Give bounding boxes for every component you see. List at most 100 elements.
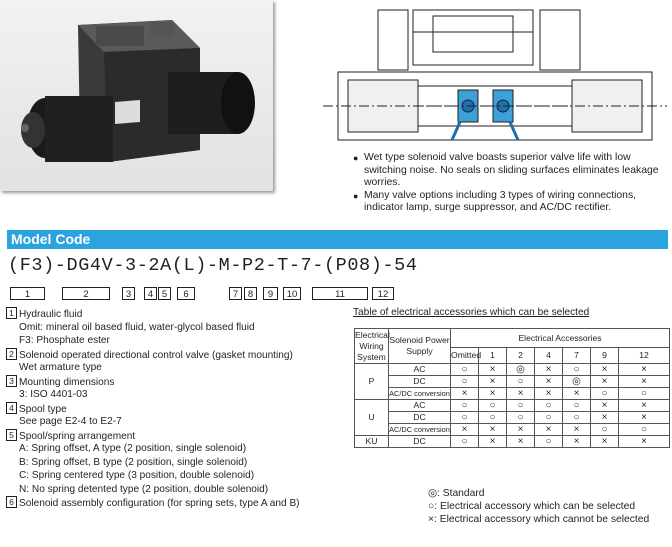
column-header: 9 bbox=[590, 347, 620, 364]
column-header: 4 bbox=[534, 347, 564, 364]
item-number: 2 bbox=[6, 347, 17, 360]
accessory-cell: ○ bbox=[450, 375, 480, 388]
accessory-cell: × bbox=[478, 363, 508, 376]
table-legend: ◎: Standard○: Electrical accessory which… bbox=[428, 487, 649, 527]
code-box: 9 bbox=[263, 287, 278, 300]
accessory-cell: × bbox=[618, 363, 670, 376]
accessory-cell: × bbox=[506, 435, 536, 448]
accessory-cell: × bbox=[478, 375, 508, 388]
code-box: 3 bbox=[122, 287, 135, 300]
accessory-cell: × bbox=[478, 423, 508, 436]
model-code-heading-bar: Model Code bbox=[7, 230, 668, 249]
accessory-cell: × bbox=[478, 387, 508, 400]
description-detail: C: Spring centered type (3 position, dou… bbox=[19, 470, 255, 481]
accessory-cell: ○ bbox=[562, 399, 592, 412]
accessory-cell: ○ bbox=[534, 411, 564, 424]
accessory-cell: ○ bbox=[450, 363, 480, 376]
header-wiring-system: Electrical Wiring System bbox=[354, 328, 390, 364]
description-title: Mounting dimensions bbox=[19, 376, 115, 388]
item-number: 5 bbox=[6, 428, 17, 441]
accessory-cell: ○ bbox=[506, 399, 536, 412]
legend-text: : Electrical accessory which cannot be s… bbox=[434, 514, 650, 526]
accessory-cell: ○ bbox=[450, 411, 480, 424]
product-photo bbox=[0, 0, 273, 191]
description-title: Spool type bbox=[19, 403, 67, 415]
table-row: DC○○○○○×× bbox=[355, 411, 670, 424]
accessory-cell: ○ bbox=[478, 399, 508, 412]
item-number: 4 bbox=[6, 401, 17, 414]
accessory-cell: × bbox=[534, 387, 564, 400]
column-header: 1 bbox=[478, 347, 508, 364]
description-detail: See page E2-4 to E2-7 bbox=[19, 416, 122, 427]
description-title: Spool/spring arrangement bbox=[19, 430, 136, 442]
legend-item: ◎: Standard bbox=[428, 487, 649, 500]
item-number: 1 bbox=[6, 307, 17, 319]
accessory-cell: × bbox=[450, 423, 480, 436]
description-detail: Omit: mineral oil based fluid, water-gly… bbox=[19, 321, 255, 333]
description-title: Hydraulic fluid bbox=[19, 309, 83, 320]
wiring-system-cell: P bbox=[354, 363, 389, 400]
accessory-cell: ○ bbox=[562, 411, 592, 424]
accessory-cell: ◎ bbox=[506, 363, 536, 376]
code-box: 4 bbox=[144, 287, 157, 300]
accessory-cell: ○ bbox=[450, 435, 480, 448]
accessory-cell: × bbox=[590, 399, 620, 412]
accessory-cell: × bbox=[534, 375, 564, 388]
accessory-cell: × bbox=[534, 363, 564, 376]
cross-section-drawing bbox=[318, 2, 672, 148]
accessory-cell: ○ bbox=[450, 399, 480, 412]
accessory-cell: ◎ bbox=[562, 375, 592, 388]
accessory-cell: × bbox=[450, 387, 480, 400]
accessory-cell: × bbox=[590, 411, 620, 424]
accessory-cell: ○ bbox=[562, 363, 592, 376]
accessory-cell: × bbox=[534, 423, 564, 436]
solenoid-valve-image bbox=[21, 20, 255, 162]
item-number: 6 bbox=[6, 496, 17, 508]
legend-text: : Electrical accessory which can be sele… bbox=[434, 501, 636, 513]
feature-bullets: ●Wet type solenoid valve boasts superior… bbox=[353, 152, 671, 215]
column-header: 2 bbox=[506, 347, 536, 364]
table-row: AC/DC conversion×××××○○ bbox=[355, 387, 670, 400]
accessory-cell: ○ bbox=[534, 399, 564, 412]
description-detail: Wet armature type bbox=[19, 362, 102, 373]
description-detail: N: No spring detented type (2 position, … bbox=[19, 483, 269, 495]
code-box: 6 bbox=[177, 287, 195, 300]
accessory-cell: × bbox=[590, 435, 620, 448]
code-box: 1 bbox=[10, 287, 45, 300]
feature-bullet: ●Wet type solenoid valve boasts superior… bbox=[353, 152, 659, 189]
accessory-cell: × bbox=[618, 411, 670, 424]
power-supply-cell: DC bbox=[387, 411, 452, 424]
legend-symbol: × bbox=[428, 514, 435, 526]
accessory-cell: × bbox=[562, 423, 592, 436]
description-title: Solenoid assembly configuration (for spr… bbox=[19, 498, 300, 509]
table-row: AC/DC conversion×××××○○ bbox=[355, 423, 670, 436]
section-title: Model Code bbox=[11, 231, 91, 247]
accessory-cell: × bbox=[506, 423, 536, 436]
code-box: 5 bbox=[158, 287, 171, 300]
legend-item: ○: Electrical accessory which can be sel… bbox=[428, 500, 649, 513]
accessory-cell: × bbox=[618, 435, 670, 448]
accessory-cell: × bbox=[478, 435, 508, 448]
code-box: 10 bbox=[283, 287, 301, 300]
column-header: 12 bbox=[618, 347, 670, 364]
accessory-cell: ○ bbox=[506, 375, 536, 388]
accessory-cell: × bbox=[506, 387, 536, 400]
item-number: 3 bbox=[6, 374, 17, 387]
accessory-cell: ○ bbox=[618, 423, 670, 436]
accessory-cell: ○ bbox=[618, 387, 670, 400]
description-detail: F3: Phosphate ester bbox=[19, 335, 110, 346]
column-header: Omitted bbox=[450, 347, 481, 364]
power-supply-cell: DC bbox=[387, 375, 452, 388]
code-box: 12 bbox=[372, 287, 394, 300]
code-box: 7 bbox=[229, 287, 242, 300]
bullet-dot-icon: ● bbox=[353, 153, 359, 163]
